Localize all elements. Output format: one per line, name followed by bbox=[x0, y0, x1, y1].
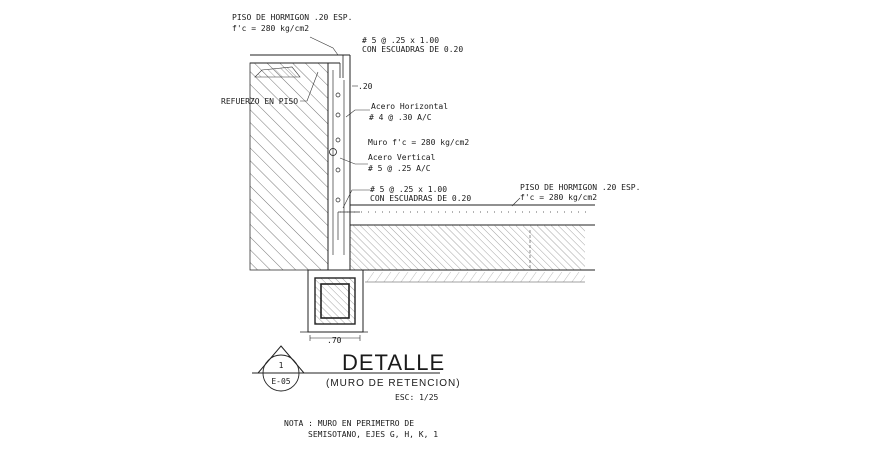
detail-scale: ESC: 1/25 bbox=[395, 393, 439, 402]
top-rebar-label-1: # 5 @ .25 x 1.00 bbox=[362, 36, 439, 45]
muro-fc-label: Muro f'c = 280 kg/cm2 bbox=[368, 138, 469, 147]
bottom-rebar-label-2: CON ESCUADRAS DE 0.20 bbox=[370, 194, 471, 203]
right-floor-label-2: f'c = 280 kg/cm2 bbox=[520, 193, 597, 202]
wall-footing bbox=[300, 269, 368, 341]
detail-number: 1 bbox=[279, 361, 284, 370]
detail-title-block: 1 E-05 DETALLE (MURO DE RETENCION) ESC: … bbox=[252, 345, 461, 402]
top-floor-slab bbox=[250, 54, 350, 78]
acero-horizontal-label-1: Acero Horizontal bbox=[371, 102, 448, 111]
detail-title: DETALLE bbox=[342, 350, 445, 375]
refuerzo-piso-label: REFUERZO EN PISO bbox=[221, 97, 298, 106]
soil-backfill bbox=[249, 62, 329, 271]
acero-horizontal-label-2: # 4 @ .30 A/C bbox=[369, 113, 432, 122]
dim-20-label: .20 bbox=[358, 82, 373, 91]
top-floor-label-2: f'c = 280 kg/cm2 bbox=[232, 24, 309, 33]
top-floor-label-1: PISO DE HORMIGON .20 ESP. bbox=[232, 13, 352, 22]
leader-lines bbox=[300, 36, 521, 209]
acero-vertical-label-1: Acero Vertical bbox=[368, 153, 436, 162]
bottom-floor-slab bbox=[337, 204, 595, 283]
right-floor-label-1: PISO DE HORMIGON .20 ESP. bbox=[520, 183, 640, 192]
footing-dimension: .70 bbox=[327, 336, 342, 345]
note-line-1: NOTA : MURO EN PERIMETRO DE bbox=[284, 419, 414, 428]
note-line-2: SEMISOTANO, EJES G, H, K, 1 bbox=[308, 430, 438, 439]
acero-vertical-label-2: # 5 @ .25 A/C bbox=[368, 164, 431, 173]
bottom-rebar-label-1: # 5 @ .25 x 1.00 bbox=[370, 185, 447, 194]
detail-subtitle: (MURO DE RETENCION) bbox=[326, 378, 461, 389]
sheet-reference: E-05 bbox=[271, 377, 290, 386]
top-rebar-label-2: CON ESCUADRAS DE 0.20 bbox=[362, 45, 463, 54]
retaining-wall-stem bbox=[327, 55, 351, 270]
